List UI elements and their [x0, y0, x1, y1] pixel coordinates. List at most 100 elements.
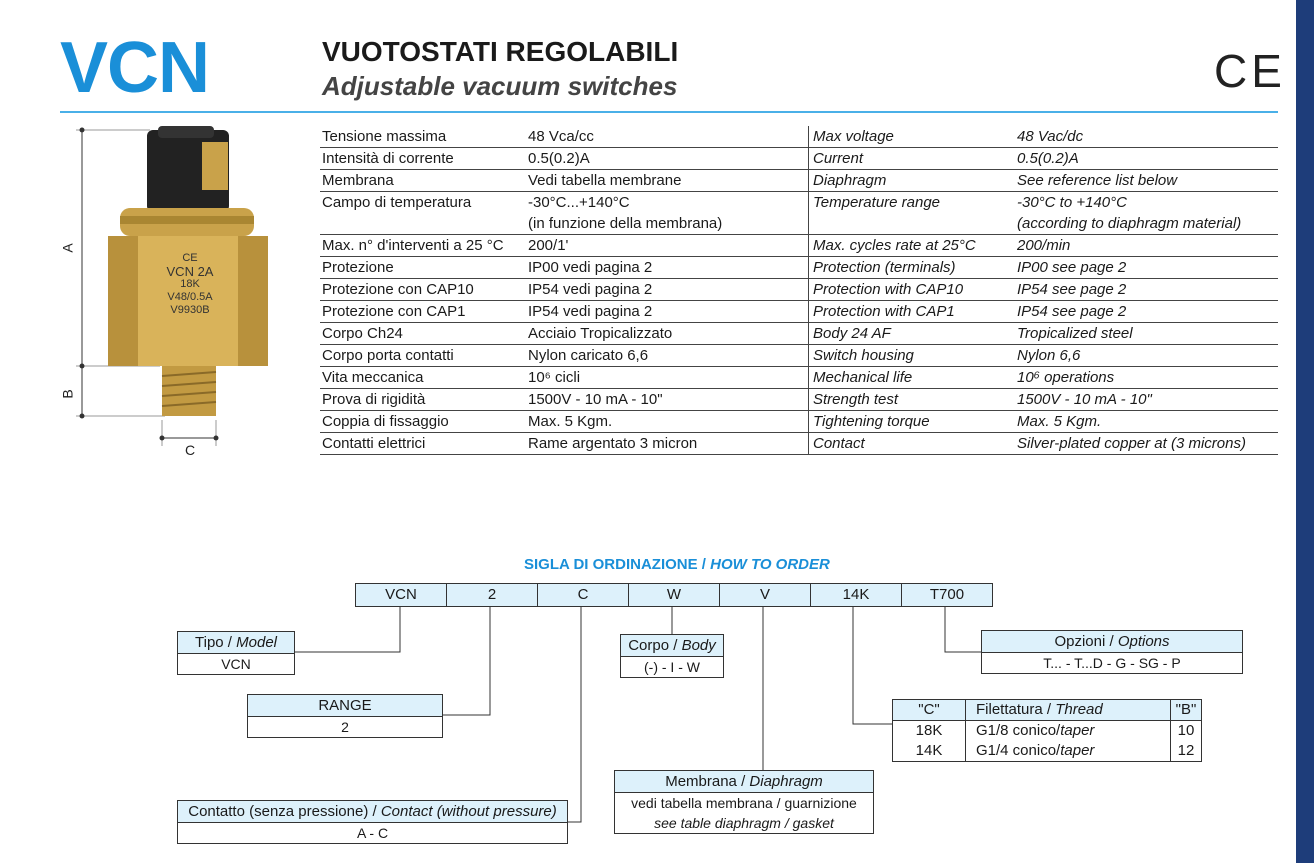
range-box: RANGE 2	[247, 694, 443, 738]
spec-value-it: 48 Vca/cc	[528, 126, 809, 147]
threads-row: 18K G1/8 conico/taper 10	[893, 721, 1201, 741]
model-box-header: Tipo / Model	[178, 632, 294, 654]
model-box: Tipo / Model VCN	[177, 631, 295, 675]
marking-rating: V48/0.5A	[167, 291, 213, 303]
spec-value-it: Max. 5 Kgm.	[528, 411, 809, 432]
threads-header-thread: Filettatura / Thread	[966, 700, 1171, 720]
spec-value-en: IP54 see page 2	[1017, 281, 1127, 298]
threads-row-c: 18K	[893, 721, 966, 741]
brand-title: VCN	[60, 28, 210, 108]
contact-box-header: Contatto (senza pressione) / Contact (wi…	[178, 801, 567, 823]
threads-header-c: "C"	[893, 700, 966, 720]
code-range: 2	[446, 583, 538, 607]
spec-value-en: 1500V - 10 mA - 10"	[1017, 391, 1152, 408]
diaphragm-box: Membrana / Diaphragm vedi tabella membra…	[614, 770, 874, 834]
spec-label-it: Membrana	[322, 172, 394, 189]
spec-value-en: Tropicalized steel	[1017, 325, 1133, 342]
diaphragm-box-header: Membrana / Diaphragm	[615, 771, 873, 793]
spec-label-en: Contact	[813, 435, 865, 452]
threads-row-thread: G1/4 conico/taper	[966, 741, 1171, 761]
product-marking: CE VCN 2A 18K V48/0.5A V9930B	[140, 252, 240, 317]
spec-label-en: Protection with CAP1	[813, 303, 955, 320]
spec-label-en: Switch housing	[813, 347, 914, 364]
threads-row-thread: G1/8 conico/taper	[966, 721, 1171, 741]
order-title-en: HOW TO ORDER	[710, 556, 830, 573]
model-box-value: VCN	[178, 654, 294, 674]
spec-value-it: 1500V - 10 mA - 10"	[528, 389, 809, 410]
contact-box-value: A - C	[178, 823, 567, 843]
spec-value-en: IP00 see page 2	[1017, 259, 1127, 276]
code-contact: C	[537, 583, 629, 607]
spec-value-en: Nylon 6,6	[1017, 347, 1081, 364]
options-box: Opzioni / Options T... - T...D - G - SG …	[981, 630, 1243, 674]
spec-value-en: Silver-plated copper at (3 microns)	[1017, 435, 1246, 452]
product-drawing	[76, 126, 268, 446]
spec-label-en: Max. cycles rate at 25°C	[813, 237, 976, 254]
spec-label-en: Mechanical life	[813, 369, 913, 386]
spec-value-it: Acciaio Tropicalizzato	[528, 323, 809, 344]
spec-value-it: Nylon caricato 6,6	[528, 345, 809, 366]
ce-mark: CE	[1214, 45, 1286, 97]
spec-label-it: Protezione con CAP1	[322, 303, 466, 320]
marking-model: VCN 2A	[166, 264, 214, 279]
threads-row: 14K G1/4 conico/taper 12	[893, 741, 1201, 761]
spec-label-en: Current	[813, 150, 864, 167]
spec-value-en: Max. 5 Kgm.	[1017, 413, 1102, 430]
spec-row: Campo di temperatura -30°C...+140°C(in fu…	[320, 192, 1278, 235]
spec-value-en: See reference list below	[1017, 172, 1178, 189]
options-box-header: Opzioni / Options	[982, 631, 1242, 653]
range-box-header: RANGE	[248, 695, 442, 717]
spec-value-en: -30°C to +140°C(according to diaphragm m…	[1017, 194, 1242, 232]
spec-value-en: 0.5(0.2)A	[1017, 150, 1079, 167]
code-model: VCN	[355, 583, 447, 607]
page-title-en: Adjustable vacuum switches	[322, 71, 678, 101]
page-edge-band	[1296, 0, 1314, 863]
threads-header-row: "C" Filettatura / Thread "B"	[893, 700, 1201, 721]
spec-label-it: Protezione	[322, 259, 394, 276]
spec-label-it: Corpo Ch24	[322, 325, 403, 342]
spec-label-it: Tensione massima	[322, 128, 447, 145]
diaphragm-box-value-en: see table diaphragm / gasket	[615, 813, 873, 833]
code-body: W	[628, 583, 720, 607]
spec-value-it: 10⁶ cicli	[528, 367, 809, 388]
spec-value-it: -30°C...+140°C(in funzione della membran…	[528, 192, 809, 234]
spec-label-en: Diaphragm	[813, 172, 887, 189]
diaphragm-box-value-it: vedi tabella membrana / guarnizione	[615, 793, 873, 813]
threads-header-b: "B"	[1175, 701, 1197, 718]
spec-label-it: Protezione con CAP10	[322, 281, 474, 298]
order-title-it: SIGLA DI ORDINAZIONE /	[524, 556, 706, 573]
marking-serial: V9930B	[170, 304, 210, 316]
code-diaphragm: V	[719, 583, 811, 607]
marking-thread: 18K	[180, 278, 200, 290]
options-box-value: T... - T...D - G - SG - P	[982, 653, 1242, 673]
spec-value-en: 10⁶ operations	[1017, 369, 1115, 386]
marking-ce: CE	[182, 252, 198, 264]
spec-value-it: 200/1'	[528, 235, 809, 256]
spec-value-it: 0.5(0.2)A	[528, 148, 809, 169]
spec-label-en: Protection (terminals)	[813, 259, 956, 276]
spec-label-it: Intensità di corrente	[322, 150, 454, 167]
spec-label-en: Tightening torque	[813, 413, 930, 430]
range-box-value: 2	[248, 717, 442, 737]
dimension-c-label: C	[185, 442, 196, 458]
spec-label-it: Contatti elettrici	[322, 435, 426, 452]
spec-label-en: Strength test	[813, 391, 899, 408]
code-thread: 14K	[810, 583, 902, 607]
spec-label-en: Body 24 AF	[813, 325, 891, 342]
spec-label-en: Temperature range	[813, 194, 941, 211]
spec-value-it: IP00 vedi pagina 2	[528, 257, 809, 278]
threads-row-b: 10	[1177, 722, 1195, 739]
spec-label-it: Campo di temperatura	[322, 194, 472, 211]
